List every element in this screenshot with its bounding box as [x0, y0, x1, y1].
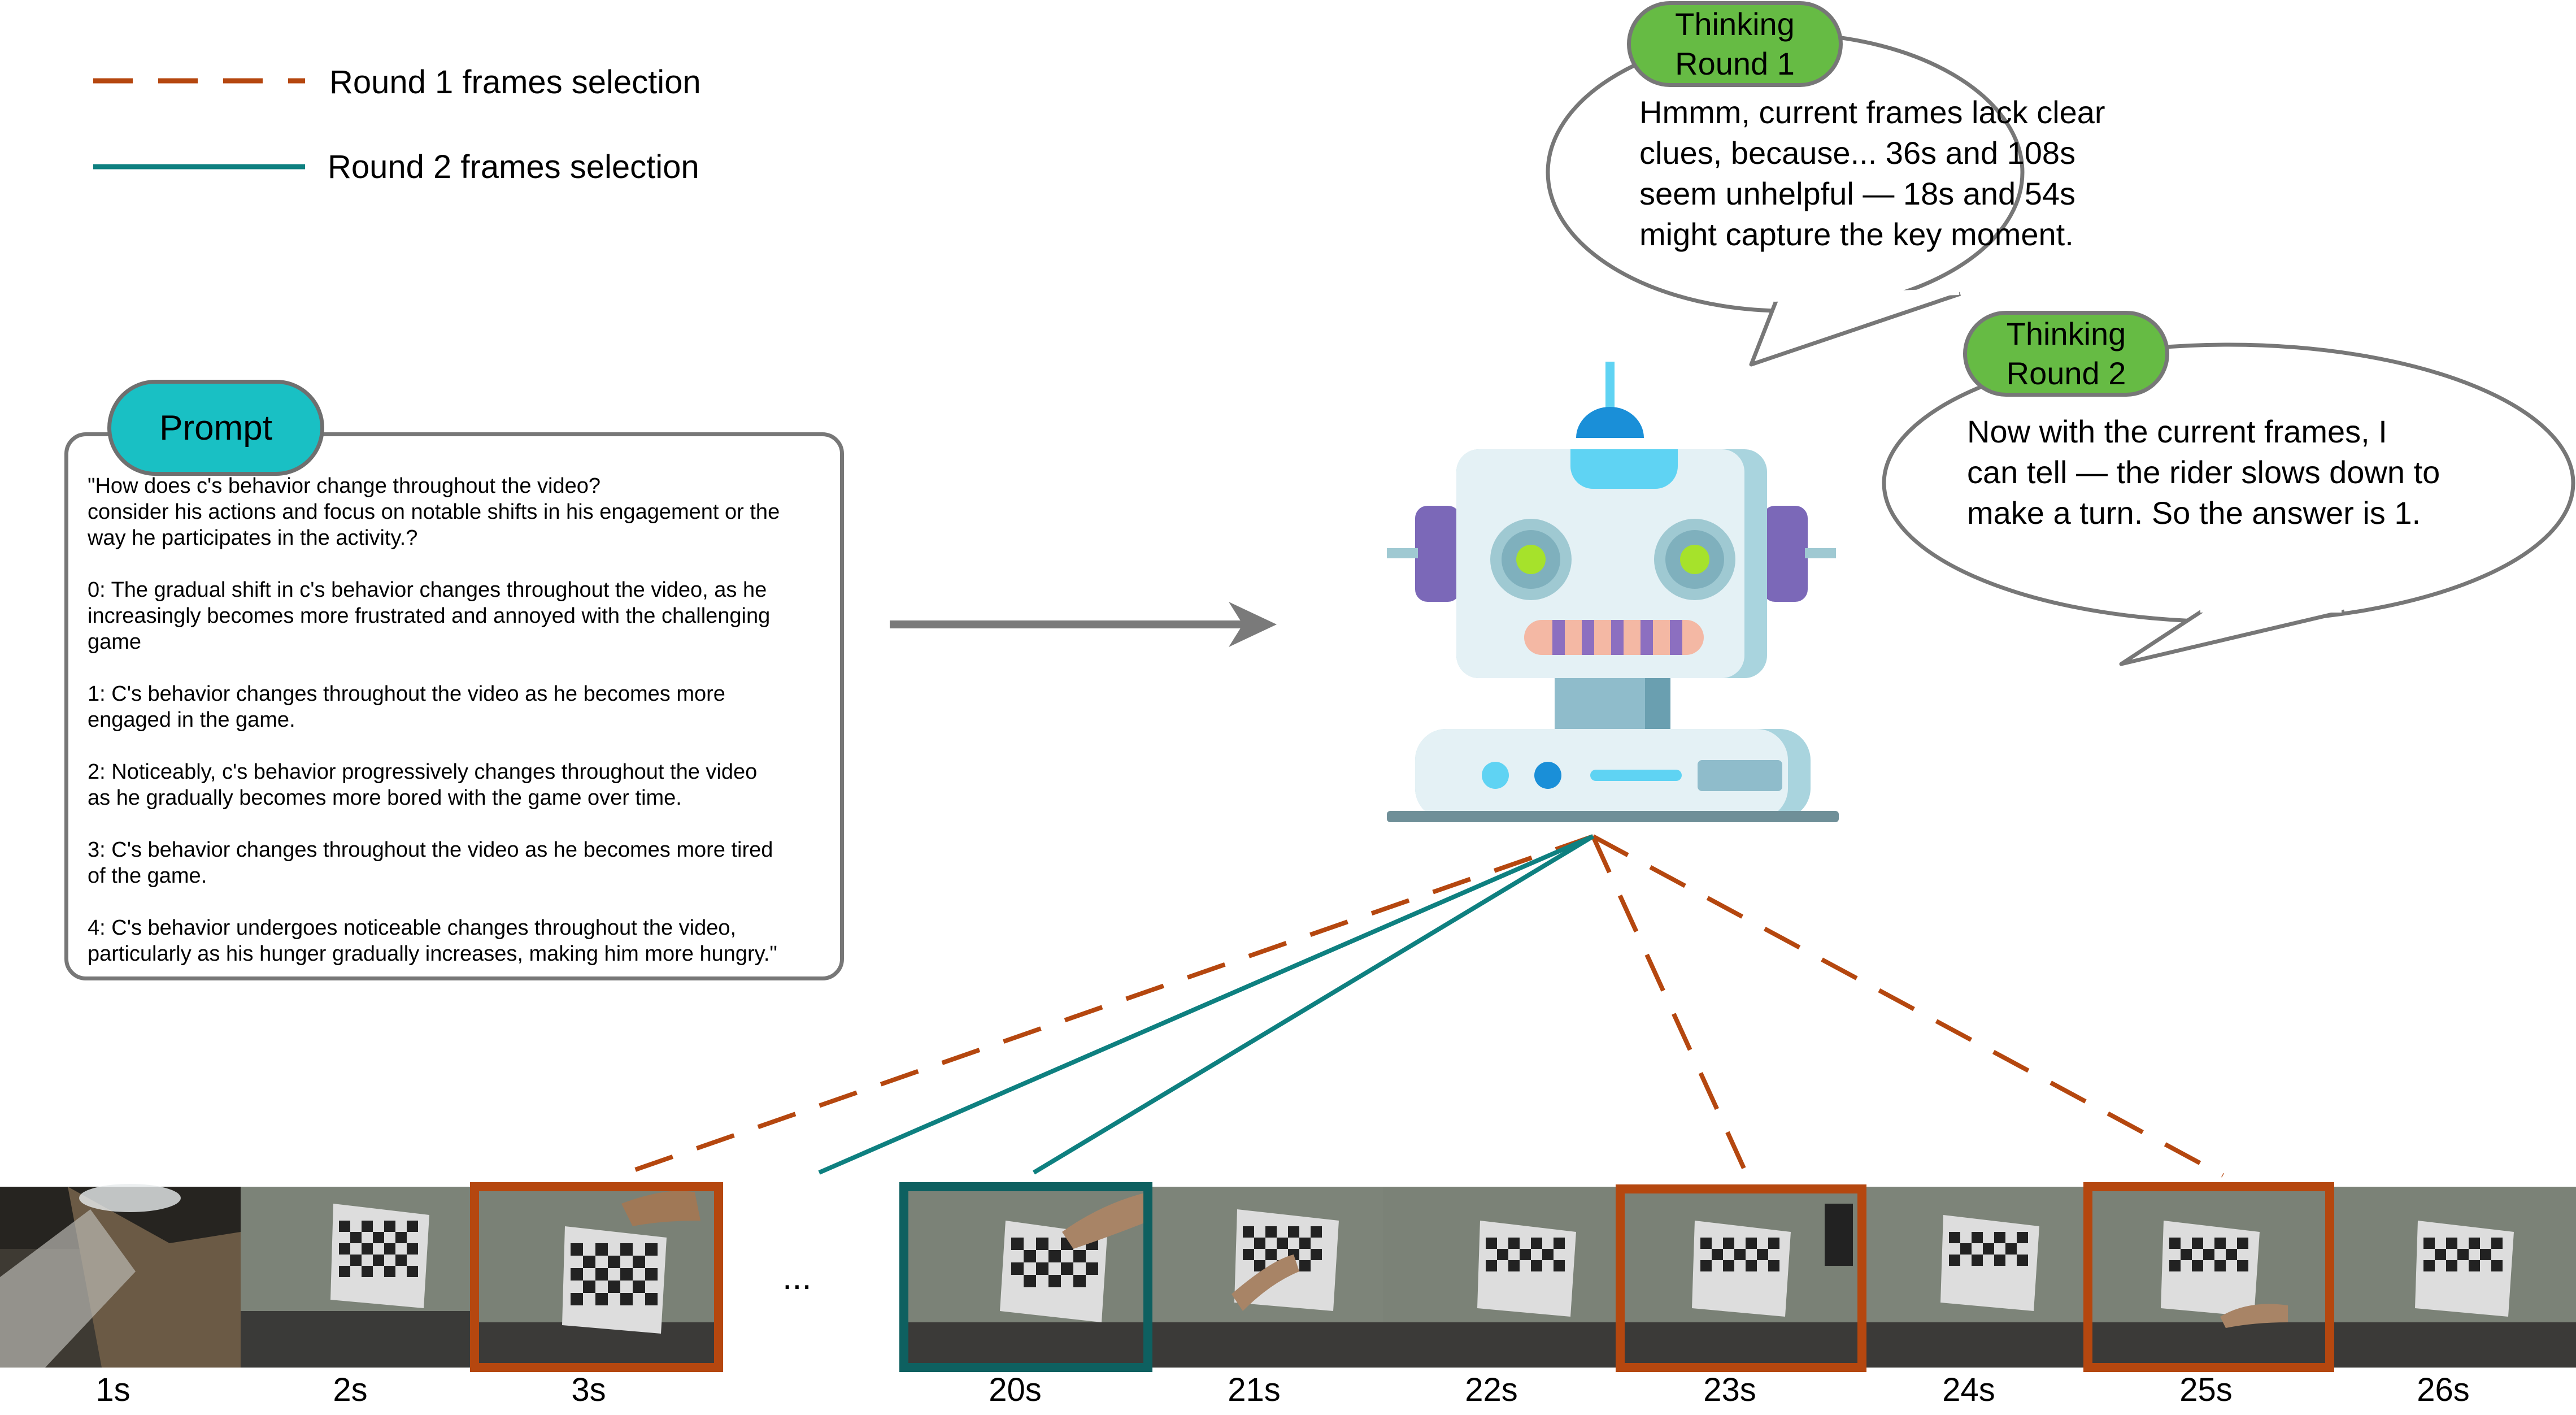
frame-3s [472, 1187, 721, 1368]
thinking-round1-tab-line1: Thinking [1675, 6, 1795, 42]
round2-link-20s [1032, 834, 1595, 1175]
frame-label-20s: 20s [989, 1371, 1042, 1408]
frame-25s [2085, 1187, 2333, 1368]
frame-label-24s: 24s [1942, 1371, 1995, 1408]
prompt-box [64, 432, 844, 980]
frames-ellipsis: ... [782, 1258, 812, 1297]
prompt-line [88, 551, 833, 577]
frame-label-26s: 26s [2417, 1371, 2470, 1408]
frame-23s-round1-border [1616, 1184, 1866, 1372]
frame-22s [1383, 1187, 1617, 1368]
frame-20s [902, 1187, 1150, 1368]
prompt-to-robot-arrow [890, 602, 1277, 647]
frame-label-2s: 2s [333, 1371, 368, 1408]
thinking-bubble-1 [1546, 32, 2025, 367]
prompt-line: 3: C's behavior changes throughout the v… [88, 838, 773, 862]
frame-label-3s: 3s [571, 1371, 606, 1408]
frame-label-22s: 22s [1465, 1371, 1518, 1408]
legend-round2-label: Round 2 frames selection [328, 149, 699, 185]
thinking-round1-line: seem unhelpful — 18s and 54s [1639, 176, 2076, 211]
prompt-line: particularly as his hunger gradually inc… [88, 942, 777, 966]
frame-25s-round1-border [2083, 1182, 2334, 1372]
prompt-line [88, 811, 833, 837]
round1-link-25s [1592, 834, 2224, 1178]
prompt-tab: Prompt [107, 380, 324, 476]
frame-3s-round1-border [470, 1182, 723, 1372]
thinking-round2-line: make a turn. So the answer is 1. [1967, 495, 2421, 531]
thinking-round1-text: Hmmm, current frames lack clear clues, be… [1639, 92, 2105, 255]
prompt-line [88, 655, 833, 681]
frame-label-23s: 23s [1703, 1371, 1756, 1408]
prompt-line: 0: The gradual shift in c's behavior cha… [88, 578, 767, 602]
frame-label-21s: 21s [1228, 1371, 1281, 1408]
thinking-round2-text: Now with the current frames, I can tell —… [1967, 411, 2440, 533]
frame-2s [241, 1187, 472, 1368]
thinking-round2-tab-line2: Round 2 [2006, 355, 2126, 391]
prompt-line: 1: C's behavior changes throughout the v… [88, 682, 725, 706]
frame-1s [0, 1184, 241, 1368]
prompt-line: 4: C's behavior undergoes noticeable cha… [88, 916, 737, 940]
thinking-round1-tab-line2: Round 1 [1675, 46, 1795, 81]
thinking-round1-line: Hmmm, current frames lack clear [1639, 94, 2105, 130]
prompt-line: engaged in the game. [88, 708, 295, 732]
thinking-round2-line: Now with the current frames, I [1967, 414, 2387, 449]
prompt-line: game [88, 630, 142, 654]
prompt-line: consider his actions and focus on notabl… [88, 500, 780, 524]
frame-21s [1150, 1187, 1383, 1368]
prompt-line [88, 733, 833, 759]
frame-label-25s: 25s [2179, 1371, 2233, 1408]
video-frame-strip [0, 1184, 2576, 1368]
prompt-line: of the game. [88, 864, 207, 888]
frame-23s [1617, 1187, 1865, 1368]
prompt-line: as he gradually becomes more bored with … [88, 786, 682, 810]
robot-icon [1387, 362, 1839, 822]
prompt-line: way he participates in the activity.? [88, 526, 418, 550]
prompt-line [88, 889, 833, 915]
thinking-round1-line: clues, because... 36s and 108s [1639, 135, 2076, 171]
prompt-line: 2: Noticeably, c's behavior progressivel… [88, 760, 758, 784]
legend-round1-label: Round 1 frames selection [329, 64, 701, 101]
prompt-line: increasingly becomes more frustrated and… [88, 604, 771, 628]
thinking-round2-line: can tell — the rider slows down to [1967, 454, 2440, 490]
thinking-bubble-2 [1882, 342, 2575, 666]
thinking-round2-tab-line1: Thinking [2006, 316, 2126, 351]
prompt-line: "How does c's behavior change throughout… [88, 474, 601, 498]
round1-link-3s [626, 834, 1594, 1175]
frame-label-1s: 1s [95, 1371, 130, 1408]
frame-20s-round2-border [899, 1182, 1152, 1372]
frame-24s [1865, 1187, 2085, 1368]
prompt-text: "How does c's behavior change throughout… [88, 473, 833, 967]
thinking-round1-line: might capture the key moment. [1639, 216, 2074, 252]
round2-link-ellipsis [818, 834, 1594, 1175]
frame-26s [2333, 1187, 2576, 1368]
round1-link-23s [1591, 835, 1751, 1179]
